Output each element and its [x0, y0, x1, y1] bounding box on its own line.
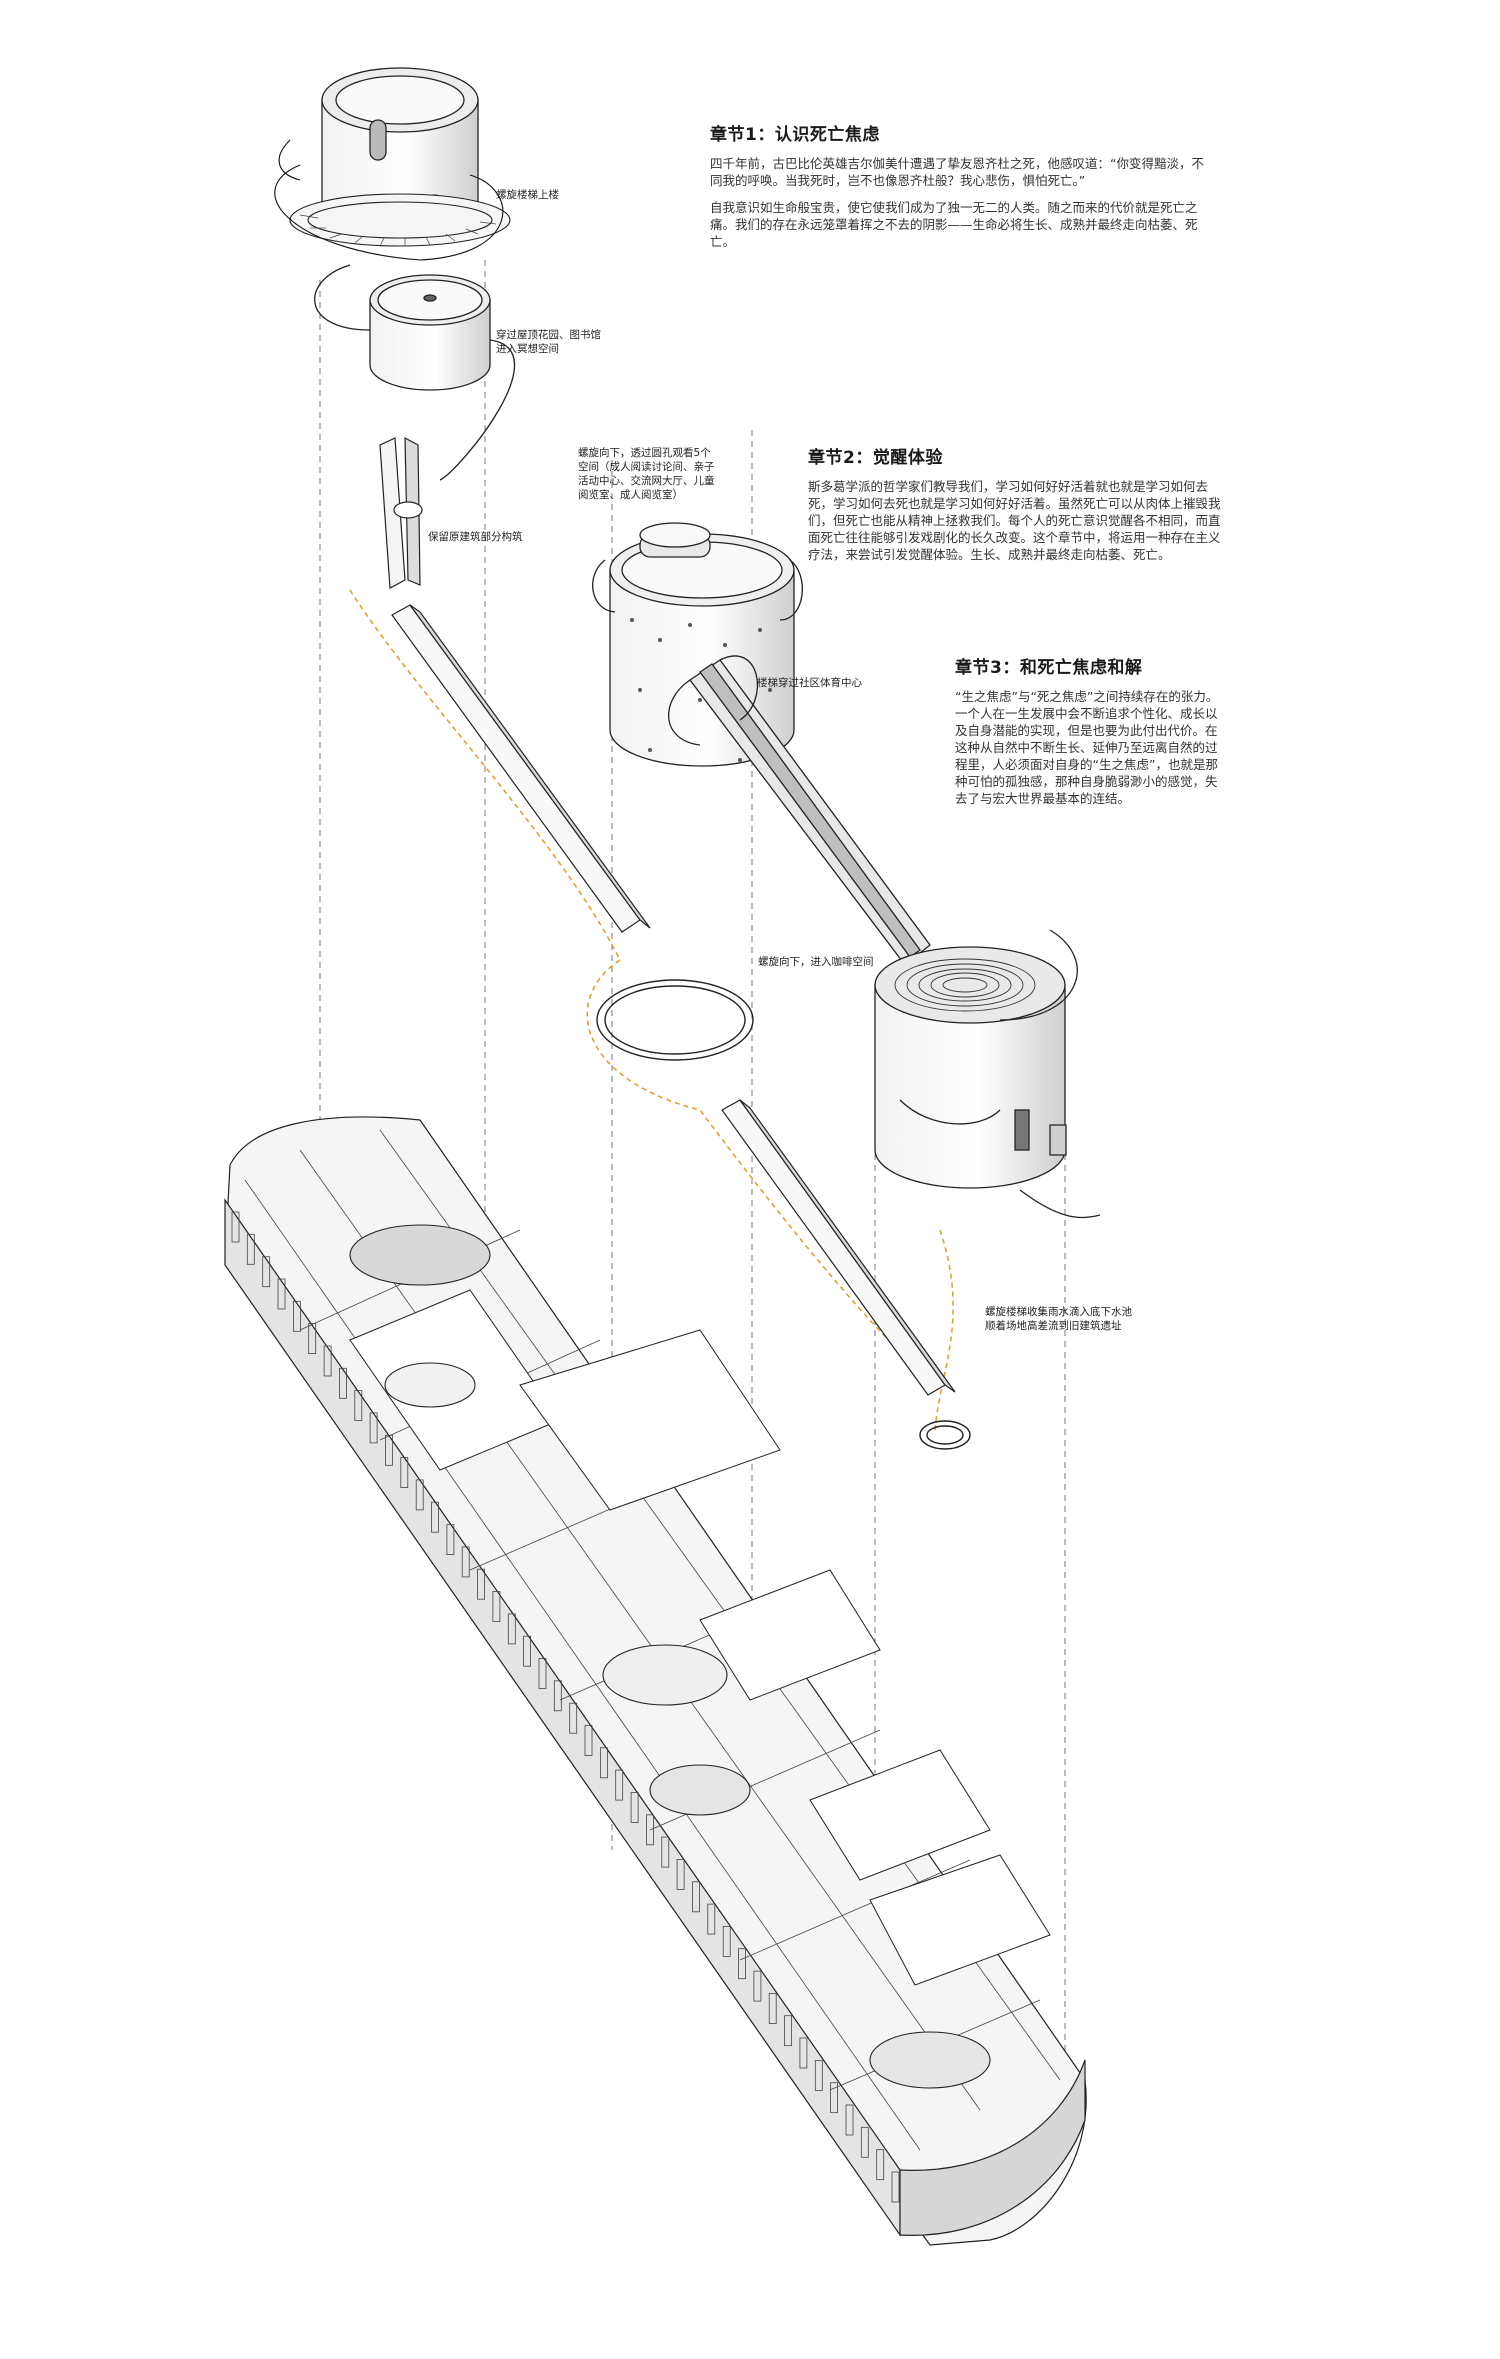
annotation-views-line-4: 阅览室、成人阅览室） [578, 489, 683, 501]
chapter-2-title: 章节2：觉醒体验 [808, 448, 943, 468]
facade-window [292, 1300, 301, 1332]
chapter-2-block: 章节2：觉醒体验 斯多葛学派的哲学家们教导我们，学习如何好好活着就也就是学习如何… [808, 443, 1223, 573]
floating-ring [596, 979, 754, 1061]
facade-window [415, 1479, 424, 1511]
facade-window [308, 1323, 317, 1354]
cafe-cylinder [874, 929, 1101, 1219]
facade-window [323, 1345, 332, 1377]
facade-window [830, 2082, 838, 2114]
facade-window [784, 2015, 792, 2047]
facade-window [630, 1792, 639, 1823]
facade-window [277, 1278, 286, 1310]
chapter-3-title: 章节3：和死亡焦虑和解 [955, 658, 1143, 678]
facade-window [492, 1591, 501, 1622]
facade-window [692, 1881, 700, 1913]
water-basin-ring [919, 1420, 971, 1450]
circulation-path [349, 589, 954, 1431]
facade-window [446, 1524, 455, 1555]
library-cylinder [314, 264, 516, 481]
facade-window [722, 1926, 731, 1957]
annotation-views-line-2: 空间（成人阅读讨论间、亲子 [578, 461, 715, 473]
facade-window [354, 1390, 363, 1421]
annotation-retained-structure: 保留原建筑部分构筑 [428, 531, 523, 543]
annotation-views-line-1: 螺旋向下，透过圆孔观看5个 [578, 447, 711, 459]
facade-window [477, 1568, 486, 1600]
facade-window [338, 1367, 347, 1399]
annotation-spiral-up: 螺旋楼梯上楼 [496, 189, 559, 201]
facade-window [876, 2149, 885, 2181]
annotation-roof-garden-line-1: 穿过屋顶花园、图书馆 [496, 329, 601, 341]
facade-window [461, 1546, 470, 1578]
annotation-views-line-3: 活动中心、交流网大厅、儿童 [578, 475, 715, 487]
base-building [224, 1116, 1087, 2246]
facade-window [246, 1233, 255, 1265]
facade-window [431, 1501, 439, 1533]
stair-bridge [667, 655, 931, 966]
retained-structure-column [379, 436, 423, 589]
facade-window [845, 2104, 854, 2136]
facade-window [369, 1412, 378, 1444]
facade-window [523, 1635, 531, 1667]
annotation-rainwater: 螺旋楼梯收集雨水滴入底下水池 顺着场地高差流到旧建筑遗址 [985, 1305, 1132, 1333]
facade-window [584, 1725, 593, 1756]
chapter-1-block: 章节1：认识死亡焦虑 四千年前，古巴比伦英雄吉尔伽美什遭遇了挚友恩齐杜之死，他感… [710, 120, 1210, 260]
structural-beam-left [391, 604, 651, 933]
facade-window [385, 1434, 393, 1466]
annotation-stair-sports-center: 楼梯穿过社区体育中心 [757, 677, 862, 689]
annotation-rainwater-line-1: 螺旋楼梯收集雨水滴入底下水池 [985, 1306, 1132, 1318]
chapter-3-block: 章节3：和死亡焦虑和解 “生之焦虑”与“死之焦虑”之间持续存在的张力。一个人在一… [955, 653, 1223, 817]
facade-window [507, 1613, 516, 1645]
facade-window [768, 1993, 777, 2024]
spiral-stair-ring [274, 139, 511, 261]
facade-window [814, 2059, 823, 2091]
facade-window [615, 1769, 624, 1801]
facade-window [553, 1680, 562, 1712]
annotation-spiral-down-cafe: 螺旋向下，进入咖啡空间 [758, 956, 874, 968]
facade-window [799, 2037, 808, 2069]
facade-window [231, 1211, 240, 1243]
facade-window [538, 1658, 547, 1689]
facade-window [753, 1970, 762, 2002]
facade-window [661, 1836, 670, 1868]
structural-beam-right [721, 1099, 956, 1396]
facade-window [646, 1814, 654, 1846]
chapter-3-para-1: “生之焦虑”与“死之焦虑”之间持续存在的张力。一个人在一生发展中会不断追求个性化… [955, 689, 1219, 806]
annotation-rainwater-line-2: 顺着场地高差流到旧建筑遗址 [985, 1320, 1122, 1332]
facade-window [262, 1256, 271, 1288]
annotation-roof-garden-line-2: 进入冥想空间 [496, 343, 559, 355]
facade-window [569, 1702, 578, 1734]
facade-window [400, 1457, 409, 1488]
facade-window [600, 1747, 608, 1779]
annotation-spiral-down-views: 螺旋向下，透过圆孔观看5个 空间（成人阅读讨论间、亲子 活动中心、交流网大厅、儿… [578, 446, 738, 502]
facade-window [891, 2171, 900, 2203]
facade-window [738, 1948, 746, 1980]
chapter-1-para-2: 自我意识如生命般宝贵，使它使我们成为了独一无二的人类。随之而来的代价就是死亡之痛… [710, 200, 1198, 249]
chapter-1-title: 章节1：认识死亡焦虑 [710, 125, 880, 145]
facade-window [676, 1859, 685, 1890]
facade-window [707, 1903, 716, 1935]
chapter-2-para-1: 斯多葛学派的哲学家们教导我们，学习如何好好活着就也就是学习如何去死，学习如何去死… [808, 479, 1221, 562]
annotation-roof-garden: 穿过屋顶花园、图书馆 进入冥想空间 [496, 328, 601, 356]
chapter-1-para-1: 四千年前，古巴比伦英雄吉尔伽美什遭遇了挚友恩齐杜之死，他感叹道：“你变得黯淡，不… [710, 156, 1204, 188]
facade-window [860, 2126, 869, 2158]
